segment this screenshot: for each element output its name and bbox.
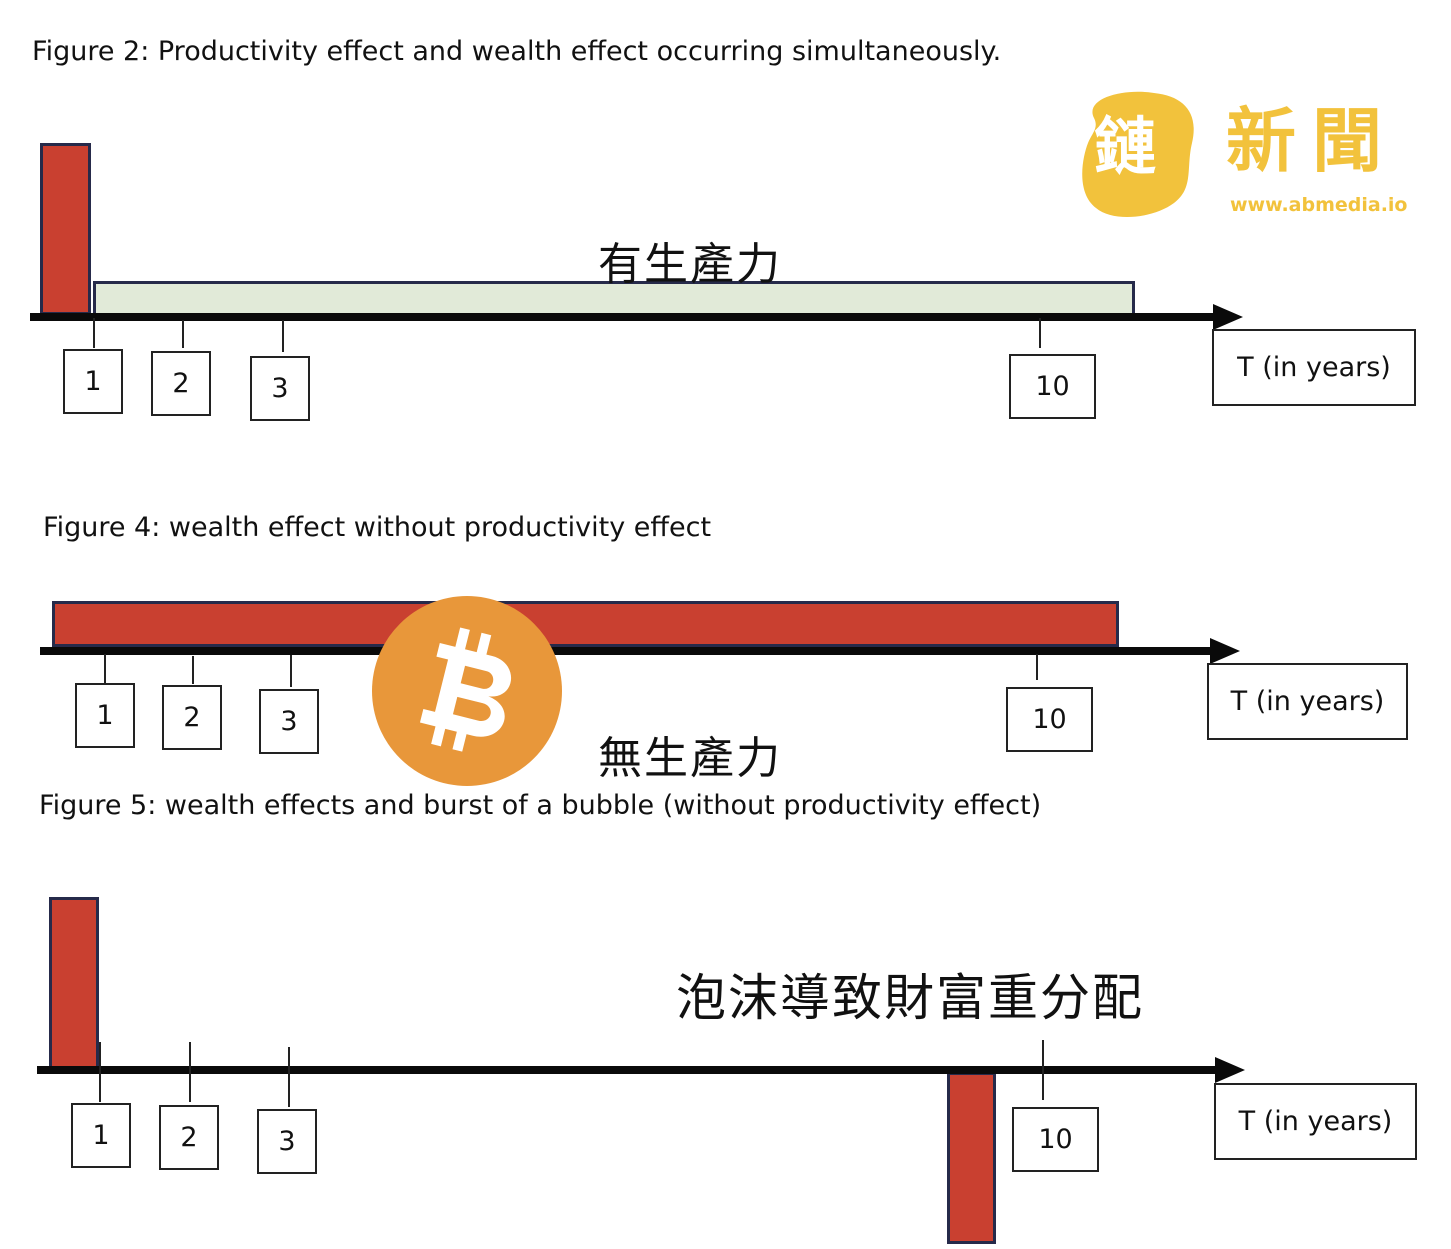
tick-mark: [290, 655, 292, 687]
figure-2-caption: Figure 2: Productivity effect and wealth…: [32, 36, 1002, 67]
axis-unit-label: T (in years): [1207, 663, 1408, 740]
figure-4-caption: Figure 4: wealth effect without producti…: [43, 512, 712, 543]
figure-5-caption: Figure 5: wealth effects and burst of a …: [39, 790, 1042, 821]
tick-label-3: 3: [250, 356, 310, 421]
axis-arrow-icon: [1210, 638, 1240, 664]
tick-label-1: 1: [63, 349, 123, 414]
axis-arrow-icon: [1213, 304, 1243, 330]
logo-blob-icon: [1082, 91, 1194, 218]
logo-mark: 鏈: [1094, 110, 1157, 183]
time-axis: [30, 313, 1215, 321]
wealth-bar-long: [52, 601, 1119, 647]
tick-label-1: 1: [75, 683, 135, 748]
abmedia-logo: 鏈 新聞 www.abmedia.io: [1074, 88, 1408, 228]
axis-unit-label: T (in years): [1212, 329, 1416, 406]
tick-label-2: 2: [162, 685, 222, 750]
logo-name: 新聞: [1226, 100, 1398, 182]
tick-label-3: 3: [257, 1109, 317, 1174]
tick-mark: [93, 318, 95, 348]
axis-unit-label: T (in years): [1214, 1083, 1417, 1160]
unproductive-label: 無生產力: [598, 733, 782, 784]
wealth-bar-year1: [40, 143, 91, 315]
tick-label-10: 10: [1006, 687, 1093, 752]
tick-mark: [1036, 654, 1038, 680]
tick-mark: [288, 1047, 290, 1107]
tick-mark: [1042, 1040, 1044, 1100]
tick-mark: [99, 1042, 101, 1102]
bubble-burst-bar: [947, 1072, 996, 1244]
time-axis: [37, 1066, 1217, 1074]
tick-mark: [189, 1042, 191, 1102]
wealth-bar-year1: [49, 897, 99, 1069]
tick-label-10: 10: [1012, 1107, 1099, 1172]
tick-label-1: 1: [71, 1103, 131, 1168]
tick-label-2: 2: [151, 351, 211, 416]
redistribution-label: 泡沫導致財富重分配: [676, 969, 1144, 1027]
tick-mark: [282, 320, 284, 352]
time-axis: [40, 647, 1212, 655]
productive-label: 有生產力: [598, 239, 782, 290]
logo-url: www.abmedia.io: [1230, 194, 1408, 216]
axis-arrow-icon: [1215, 1057, 1245, 1083]
bitcoin-icon: [371, 595, 563, 787]
tick-mark: [182, 320, 184, 348]
tick-mark: [1039, 318, 1041, 348]
tick-mark: [192, 656, 194, 684]
tick-label-2: 2: [159, 1105, 219, 1170]
tick-label-3: 3: [259, 689, 319, 754]
tick-mark: [104, 654, 106, 684]
tick-label-10: 10: [1009, 354, 1096, 419]
